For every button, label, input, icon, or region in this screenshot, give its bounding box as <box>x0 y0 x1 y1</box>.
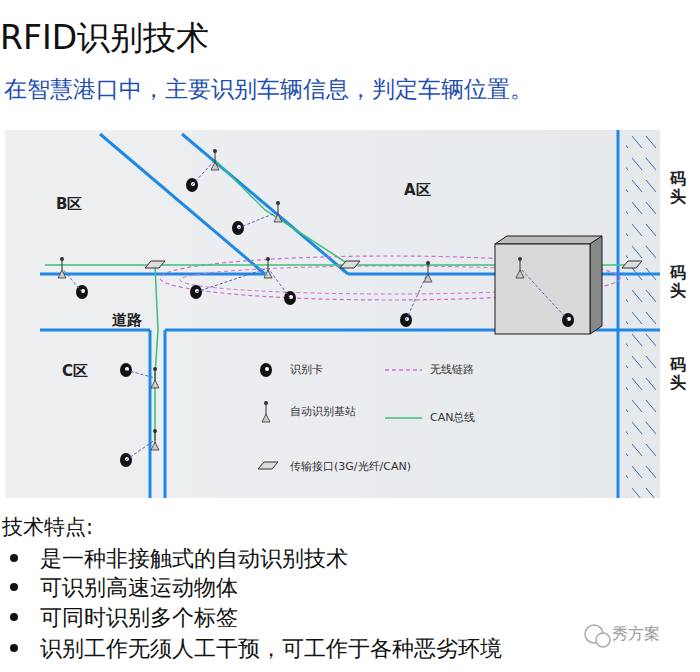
zone-label: A区 <box>404 181 431 200</box>
dock-label: 码头 <box>670 170 686 205</box>
map-ground <box>5 130 660 498</box>
watermark: 秀方案 <box>612 624 660 645</box>
legend-text: 识别卡 <box>290 362 323 377</box>
dock-hatching <box>626 130 660 498</box>
legend-text: 无线链路 <box>430 362 474 377</box>
zone-label: C区 <box>62 362 88 381</box>
dock-label: 码头 <box>670 356 686 391</box>
id-cards <box>76 178 574 467</box>
legend-wireless-sample <box>385 369 422 371</box>
watermark-icon <box>585 625 610 647</box>
dock-label: 码头 <box>670 264 686 299</box>
legend-can-sample <box>385 417 422 419</box>
bullet-text: 是一种非接触式的自动识别技术 <box>40 544 348 574</box>
base-stations <box>58 149 568 460</box>
bullets <box>10 554 18 652</box>
box-3d <box>495 236 602 334</box>
road-edges <box>40 130 660 498</box>
section-heading: 技术特点: <box>2 513 93 541</box>
page-title: RFID识别技术 <box>0 16 209 61</box>
bullet-text: 可识别高速运动物体 <box>40 573 238 603</box>
legend-text: CAN总线 <box>430 410 475 425</box>
legend-text: 自动识别基站 <box>290 404 356 419</box>
can-bus <box>45 160 630 440</box>
bullet-text: 识别工作无须人工干预，可工作于各种恶劣环境 <box>40 634 502 664</box>
gateways <box>145 261 642 469</box>
legend-text: 传输接口(3G/光纤/CAN) <box>290 459 411 474</box>
road-label: 道路 <box>112 311 142 330</box>
zone-label: B区 <box>56 195 82 214</box>
bullet-text: 可同时识别多个标签 <box>40 603 238 633</box>
subtitle: 在智慧港口中，主要识别车辆信息，判定车辆位置。 <box>4 74 533 105</box>
